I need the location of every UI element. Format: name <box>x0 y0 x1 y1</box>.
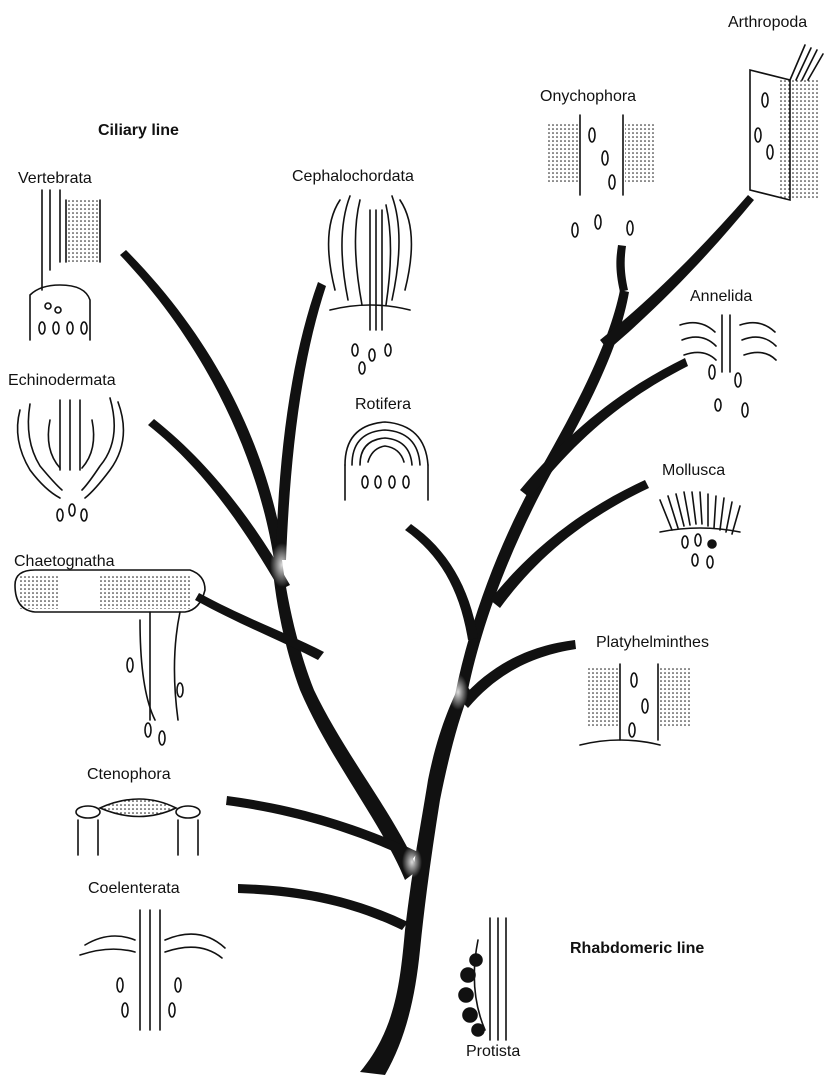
arthropoda-label: Arthropoda <box>728 14 807 32</box>
platyhelminthes-cell-illustration <box>580 664 692 745</box>
branch-vertebrata <box>120 250 285 560</box>
annelida-cell-illustration <box>680 315 776 417</box>
echinodermata-cell-illustration <box>18 398 124 521</box>
rotifera-cell-illustration <box>345 422 428 500</box>
vertebrata-cell-illustration <box>30 190 100 340</box>
junction-highlights <box>270 543 468 878</box>
mollusca-label: Mollusca <box>662 462 725 480</box>
protista-label: Protista <box>466 1043 520 1061</box>
chaetognatha-cell-illustration <box>15 570 205 745</box>
branch-rotifera <box>405 524 478 640</box>
cephalochordata-cell-illustration <box>329 196 412 374</box>
cephalochordata-label: Cephalochordata <box>292 168 414 186</box>
trunk <box>360 680 470 1075</box>
annelida-label: Annelida <box>690 288 752 306</box>
coelenterata-label: Coelenterata <box>88 880 180 898</box>
branch-onychophora <box>616 245 628 292</box>
rhabdomeric-line-label: Rhabdomeric line <box>570 940 704 958</box>
onychophora-cell-illustration <box>548 115 655 237</box>
ctenophora-label: Ctenophora <box>87 766 171 784</box>
arthropoda-cell-illustration <box>750 45 823 200</box>
branch-chaetognatha <box>195 593 324 660</box>
branch-coelenterata <box>238 884 408 930</box>
onychophora-label: Onychophora <box>540 88 636 106</box>
chaetognatha-label: Chaetognatha <box>14 553 115 571</box>
coelenterata-cell-illustration <box>80 910 225 1030</box>
ciliary-line-label: Ciliary line <box>98 122 179 140</box>
mollusca-cell-illustration <box>660 492 740 568</box>
protista-cell-illustration <box>459 918 506 1040</box>
echinodermata-label: Echinodermata <box>8 372 116 390</box>
branch-cephalochordata <box>276 282 326 560</box>
ctenophora-cell-illustration <box>76 799 200 855</box>
rotifera-label: Rotifera <box>355 396 411 414</box>
platyhelminthes-label: Platyhelminthes <box>596 634 709 652</box>
vertebrata-label: Vertebrata <box>18 170 92 188</box>
